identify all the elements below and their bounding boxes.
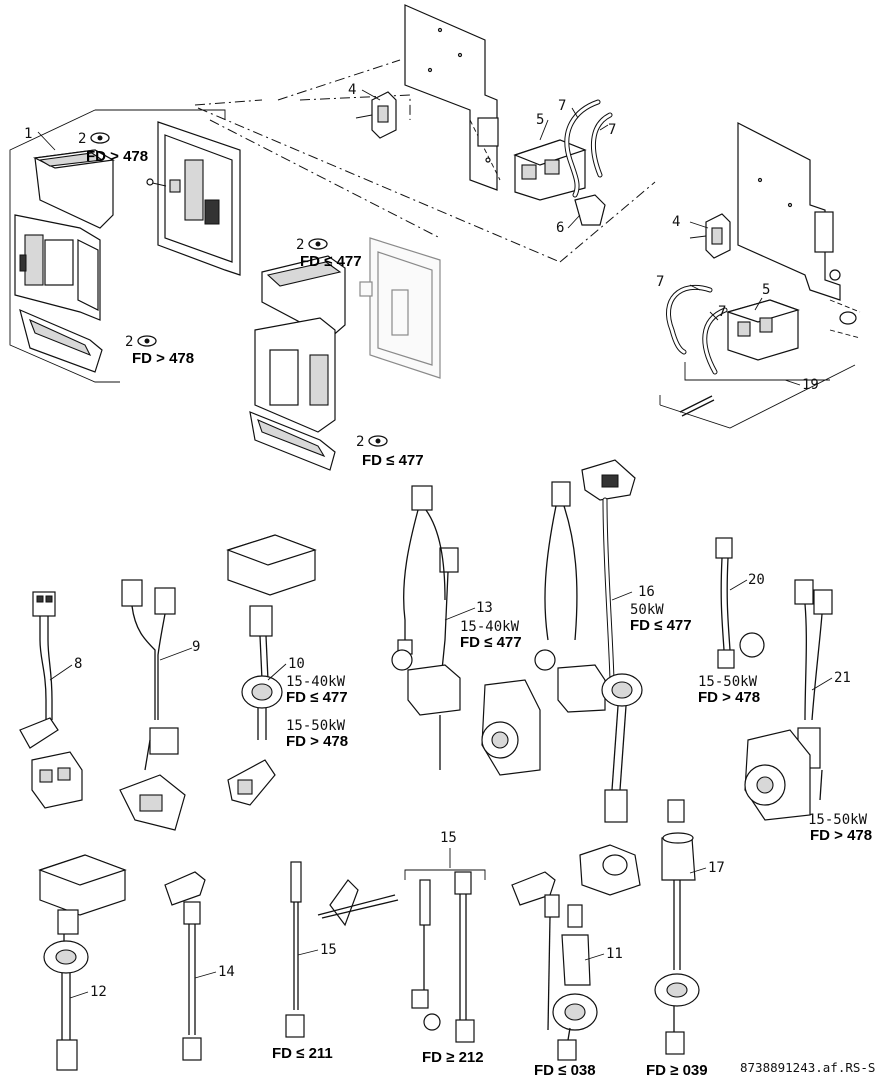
callout-7: 7	[718, 304, 726, 320]
harness-10	[226, 534, 317, 806]
fd-label: FD ≥ 039	[646, 1062, 708, 1079]
callout-11: 11	[606, 946, 623, 962]
fd-label: FD ≥ 212	[422, 1049, 484, 1066]
control-panel-assembly-1	[9, 109, 241, 383]
power-label: 50kW	[630, 602, 664, 618]
callout-4: 4	[348, 82, 356, 98]
condition-labels: FD > 478 FD > 478 FD ≤ 477 FD ≤ 477 15-4…	[86, 148, 872, 1079]
callout-10: 10	[288, 656, 305, 672]
harness-17	[654, 799, 700, 1055]
eye-icon	[137, 335, 157, 347]
callout-21: 21	[834, 670, 851, 686]
power-label: 15-40kW	[460, 619, 520, 635]
harness-16	[534, 459, 643, 823]
callout-2: 2	[356, 434, 364, 450]
callout-7: 7	[656, 274, 664, 290]
harness-8	[19, 591, 83, 809]
callout-20: 20	[748, 572, 765, 588]
fd-label: FD > 478	[286, 733, 348, 750]
callout-2: 2	[125, 334, 133, 350]
fd-label: FD ≤ 477	[630, 617, 692, 634]
fd-label: FD ≤ 477	[362, 452, 424, 469]
power-label: 15-50kW	[286, 718, 346, 734]
harness-13	[391, 485, 541, 776]
callout-19: 19	[802, 377, 819, 393]
harness-21	[744, 579, 833, 821]
chassis-plate-right	[659, 122, 861, 429]
eye-icon	[368, 435, 388, 447]
callout-leaders	[37, 89, 833, 999]
power-label: 15-40kW	[286, 674, 346, 690]
harness-11	[511, 844, 641, 1061]
callout-9: 9	[192, 639, 200, 655]
chassis-plate-upper	[355, 4, 613, 226]
control-panel-assembly-2	[249, 237, 441, 471]
callout-17: 17	[708, 860, 725, 876]
eye-icon	[308, 238, 328, 250]
power-label: 15-50kW	[808, 812, 868, 828]
callout-13: 13	[476, 600, 493, 616]
eye-icon	[90, 132, 110, 144]
callout-6: 6	[556, 220, 564, 236]
callout-15: 15	[320, 942, 337, 958]
callout-14: 14	[218, 964, 235, 980]
fd-label: FD ≤ 211	[272, 1045, 333, 1062]
drawing-reference: 8738891243.af.RS-S	[740, 1060, 875, 1075]
fd-label: FD > 478	[132, 350, 194, 367]
fd-label: FD > 478	[86, 148, 148, 165]
fd-label: FD > 478	[810, 827, 872, 844]
callout-labels: 1 2 2 2 2 4 4 5 5 6 7 7 7 7 8 9 10 11 12…	[24, 82, 851, 1000]
callout-7: 7	[608, 122, 616, 138]
harness-14	[164, 871, 206, 1061]
callout-2: 2	[296, 237, 304, 253]
callout-16: 16	[638, 584, 655, 600]
callout-7: 7	[558, 98, 566, 114]
callout-5: 5	[762, 282, 770, 298]
callout-2: 2	[78, 131, 86, 147]
power-label: 15-50kW	[698, 674, 758, 690]
callout-15: 15	[440, 830, 457, 846]
fd-label: FD ≤ 477	[286, 689, 348, 706]
fd-label: FD ≤ 038	[534, 1062, 596, 1079]
callout-12: 12	[90, 984, 107, 1000]
harness-12	[38, 854, 127, 1071]
callout-4: 4	[672, 214, 680, 230]
fd-label: FD ≤ 477	[460, 634, 522, 651]
callout-5: 5	[536, 112, 544, 128]
harness-9	[119, 579, 186, 831]
fd-label: FD ≤ 477	[300, 253, 362, 270]
fd-label: FD > 478	[698, 689, 760, 706]
callout-1: 1	[24, 126, 32, 142]
mounting-lines	[194, 59, 656, 263]
sensor-15	[285, 861, 486, 1043]
callout-8: 8	[74, 656, 82, 672]
harness-20	[715, 537, 765, 669]
